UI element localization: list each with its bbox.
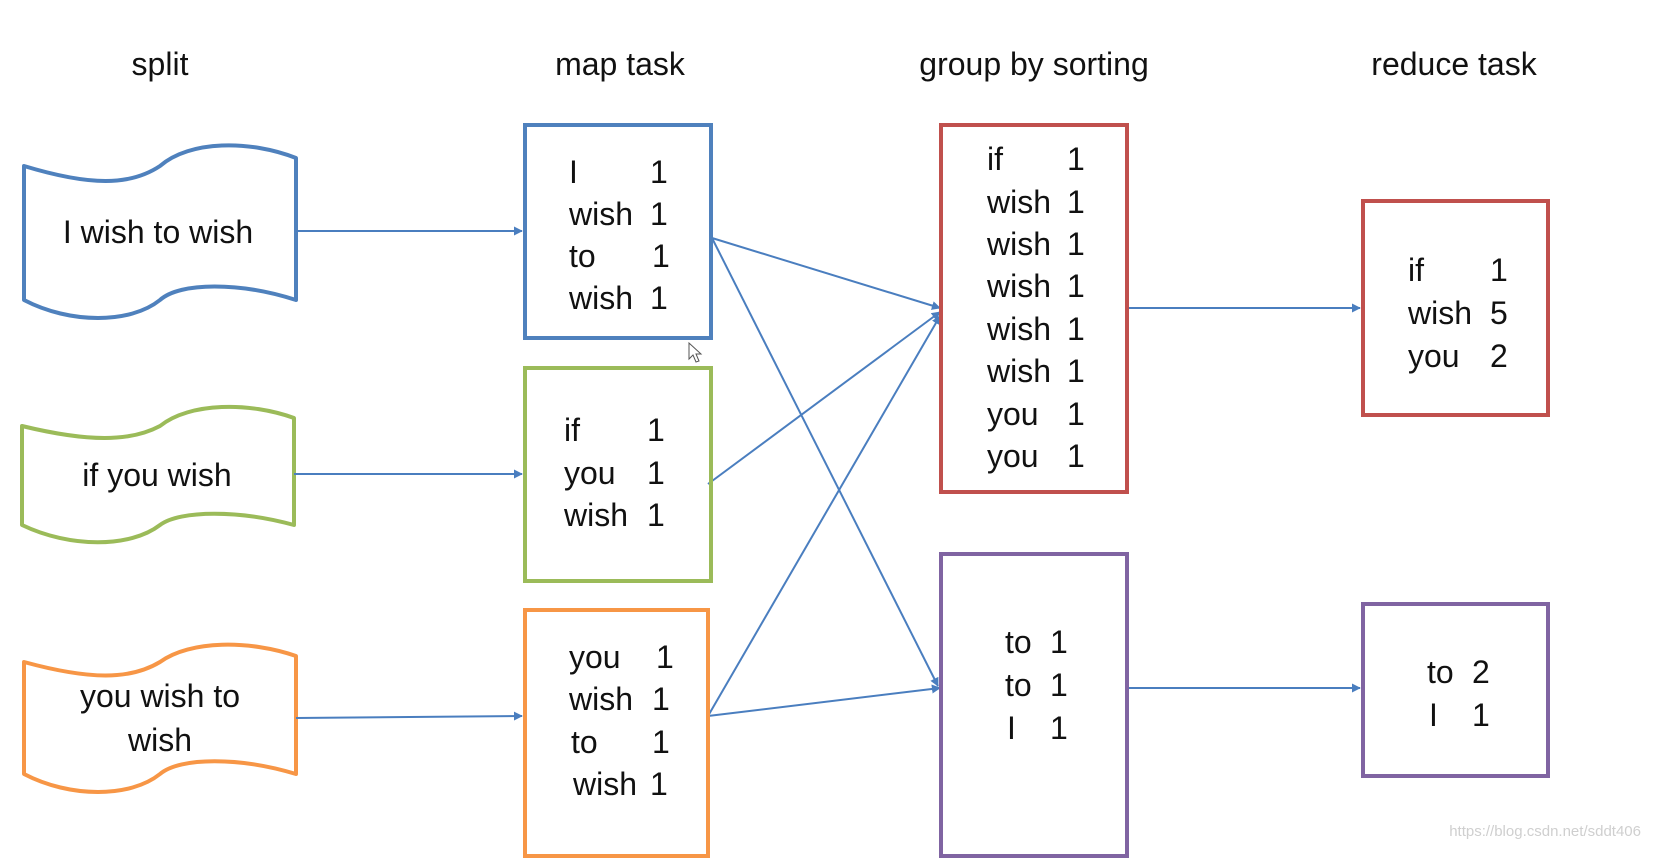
group1-word-1: if [987,141,1003,177]
arrow-map1-to-group2 [711,237,939,687]
split-scroll-shape-2 [20,404,296,545]
mouse-cursor-icon [688,341,703,363]
group2-word-2: to [1005,667,1032,703]
group1-count-5: 1 [1067,311,1085,347]
map3-count-1: 1 [656,639,674,675]
map1-count-3: 1 [652,238,670,274]
group-box-2: to 1 to 1 I 1 [939,552,1129,858]
group2-count-1: 1 [1050,624,1068,660]
arrow-map3-to-group1 [707,315,941,717]
map3-word-4: wish [573,766,638,802]
map3-word-2: wish [569,681,634,717]
arrow-split3-to-map3 [295,711,523,721]
map2-count-3: 1 [647,497,665,533]
header-split: split [131,46,189,82]
map2-word-1: if [564,412,580,448]
header-reduce-task: reduce task [1371,46,1537,82]
map1-count-1: 1 [650,154,668,190]
arrow-map2-to-group1 [707,311,941,485]
group1-word-2: wish [987,184,1052,220]
group-box-1: if 1 wish 1 wish 1 wish 1 wish 1 wish 1 … [939,123,1129,494]
group1-count-8: 1 [1067,438,1085,474]
split-scroll-shape-3 [22,642,298,794]
map1-word-4: wish [569,280,634,316]
map2-word-2: you [564,455,616,491]
group1-count-3: 1 [1067,226,1085,262]
reduce1-count-2: 5 [1490,295,1508,331]
group2-word-1: to [1005,624,1032,660]
split-text-3: you wish to wish [79,678,241,758]
map2-count-2: 1 [647,455,665,491]
split-scroll-shape-1 [22,143,298,320]
reduce2-word-2: I [1429,697,1438,733]
reduce1-count-1: 1 [1490,252,1508,288]
group2-word-3: I [1007,710,1016,746]
reduce1-word-3: you [1408,338,1460,374]
group1-word-6: wish [987,353,1052,389]
map3-count-4: 1 [650,766,668,802]
group1-count-7: 1 [1067,396,1085,432]
group1-word-4: wish [987,268,1052,304]
reduce2-count-1: 2 [1472,654,1490,690]
map2-count-1: 1 [647,412,665,448]
map3-count-2: 1 [652,681,670,717]
map-task-box-2: if 1 you 1 wish 1 [523,366,713,583]
header-group-by-sorting: group by sorting [919,46,1149,82]
reduce-box-1: if 1 wish 5 you 2 [1361,199,1550,417]
group2-count-3: 1 [1050,710,1068,746]
map-task-box-1: I 1 wish 1 to 1 wish 1 [523,123,713,340]
map1-count-4: 1 [650,280,668,316]
group1-count-6: 1 [1067,353,1085,389]
map3-word-1: you [569,639,621,675]
header-map-task: map task [555,46,685,82]
reduce-box-2: to 2 I 1 [1361,602,1550,778]
map3-word-3: to [571,724,598,760]
reduce1-word-1: if [1408,252,1424,288]
arrow-map3-to-group2 [707,684,941,717]
split-text-1: I wish to wish [62,214,254,250]
group1-word-7: you [987,396,1039,432]
group2-count-2: 1 [1050,667,1068,703]
map1-word-2: wish [569,196,634,232]
watermark-url: https://blog.csdn.net/sddt406 [1449,823,1641,840]
reduce1-word-2: wish [1408,295,1473,331]
group1-count-4: 1 [1067,268,1085,304]
reduce2-count-2: 1 [1472,697,1490,733]
reduce1-count-3: 2 [1490,338,1508,374]
group1-count-2: 1 [1067,184,1085,220]
group1-word-5: wish [987,311,1052,347]
reduce2-word-1: to [1427,654,1454,690]
group1-word-8: you [987,438,1039,474]
map1-count-2: 1 [650,196,668,232]
group1-count-1: 1 [1067,141,1085,177]
arrow-map1-to-group1 [711,237,941,310]
group1-word-3: wish [987,226,1052,262]
map1-word-1: I [569,154,578,190]
map-task-box-3: you 1 wish 1 to 1 wish 1 [523,608,710,858]
split-text-2: if you wish [82,457,232,493]
map2-word-3: wish [564,497,629,533]
map1-word-3: to [569,238,596,274]
map3-count-3: 1 [652,724,670,760]
